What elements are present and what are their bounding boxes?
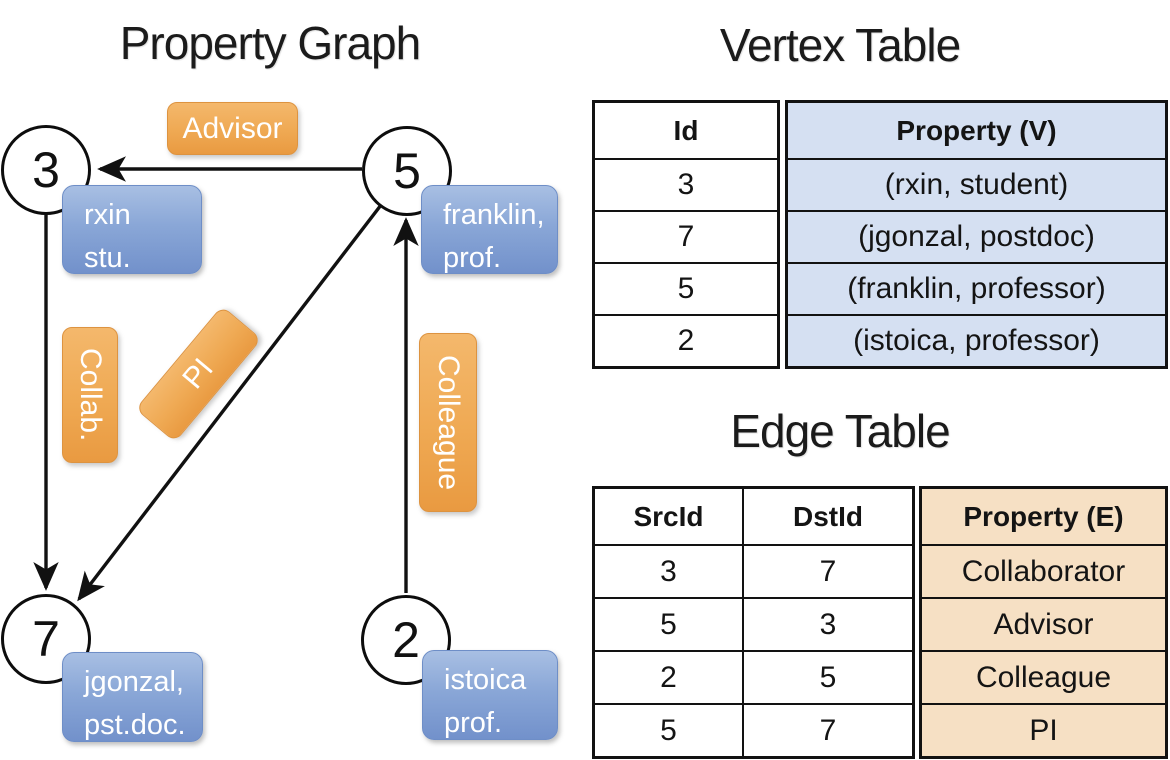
vertex-card-line: prof. bbox=[443, 242, 502, 274]
vertex-table-id-column: Id 3 7 5 2 bbox=[592, 100, 780, 369]
vertex-card-line: prof. bbox=[444, 707, 503, 739]
vertex-card-line: stu. bbox=[84, 242, 131, 274]
vertex-table-header-id: Id bbox=[673, 114, 699, 146]
edge-table-header-dstid: DstId bbox=[742, 489, 912, 544]
vertex-table-property-cell: (rxin, student) bbox=[788, 158, 1165, 210]
edge-table-src-cell: 2 bbox=[595, 650, 742, 703]
vertex-table-property-column: Property (V) (rxin, student) (jgonzal, p… bbox=[785, 100, 1168, 369]
edge-table-id-columns: SrcId DstId 3 7 5 3 2 5 5 7 bbox=[592, 486, 915, 759]
edge-5-to-7 bbox=[77, 203, 383, 602]
edge-table-src-cell: 5 bbox=[595, 703, 742, 756]
vertex-table-id-cell: 2 bbox=[595, 314, 777, 366]
edge-table-header-srcid: SrcId bbox=[633, 500, 704, 532]
vertex-table-id-cell: 5 bbox=[595, 262, 777, 314]
edge-table-property-column: Property (E) Collaborator Advisor Collea… bbox=[919, 486, 1168, 759]
vertex-card-franklin: franklin, prof. bbox=[421, 185, 558, 274]
edge-label-collab: Collab. bbox=[62, 327, 118, 463]
vertex-card-istoica: istoica prof. bbox=[422, 650, 558, 740]
vertex-card-line: pst.doc. bbox=[84, 709, 186, 741]
vertex-table-property-cell: (franklin, professor) bbox=[788, 262, 1165, 314]
edge-table-title: Edge Table bbox=[730, 405, 950, 457]
edge-table-src-cell: 5 bbox=[595, 597, 742, 650]
vertex-card-line: rxin bbox=[84, 199, 131, 231]
vertex-table-id-cell: 3 bbox=[595, 158, 777, 210]
edge-table-dst-cell: 7 bbox=[742, 544, 912, 597]
edge-label-colleague: Colleague bbox=[419, 333, 477, 512]
graph-node-2: 2 bbox=[361, 595, 451, 685]
edge-table-dst-cell: 7 bbox=[742, 703, 912, 756]
edge-label-advisor: Advisor bbox=[167, 102, 298, 155]
edge-table-property-cell: Collaborator bbox=[922, 544, 1165, 597]
edge-table-property-cell: PI bbox=[922, 703, 1165, 756]
vertex-card-line: jgonzal, bbox=[84, 666, 184, 698]
vertex-card-jgonzal: jgonzal, pst.doc. bbox=[62, 652, 203, 742]
vertex-table-property-cell: (istoica, professor) bbox=[788, 314, 1165, 366]
vertex-card-line: istoica bbox=[444, 664, 527, 696]
vertex-card-line: franklin, bbox=[443, 199, 545, 231]
edge-table-src-cell: 3 bbox=[595, 544, 742, 597]
edge-table-header-property: Property (E) bbox=[963, 500, 1124, 532]
edge-table-dst-cell: 3 bbox=[742, 597, 912, 650]
vertex-table-header-property: Property (V) bbox=[896, 114, 1057, 146]
property-graph-title: Property Graph bbox=[119, 17, 421, 69]
vertex-table-title: Vertex Table bbox=[719, 19, 961, 71]
vertex-card-rxin: rxin stu. bbox=[62, 185, 202, 274]
edge-table-property-cell: Colleague bbox=[922, 650, 1165, 703]
edge-table-dst-cell: 5 bbox=[742, 650, 912, 703]
vertex-table-property-cell: (jgonzal, postdoc) bbox=[788, 210, 1165, 262]
graph-node-5: 5 bbox=[362, 126, 452, 216]
edge-table-property-cell: Advisor bbox=[922, 597, 1165, 650]
graph-edges-layer bbox=[33, 156, 419, 602]
vertex-table-id-cell: 7 bbox=[595, 210, 777, 262]
